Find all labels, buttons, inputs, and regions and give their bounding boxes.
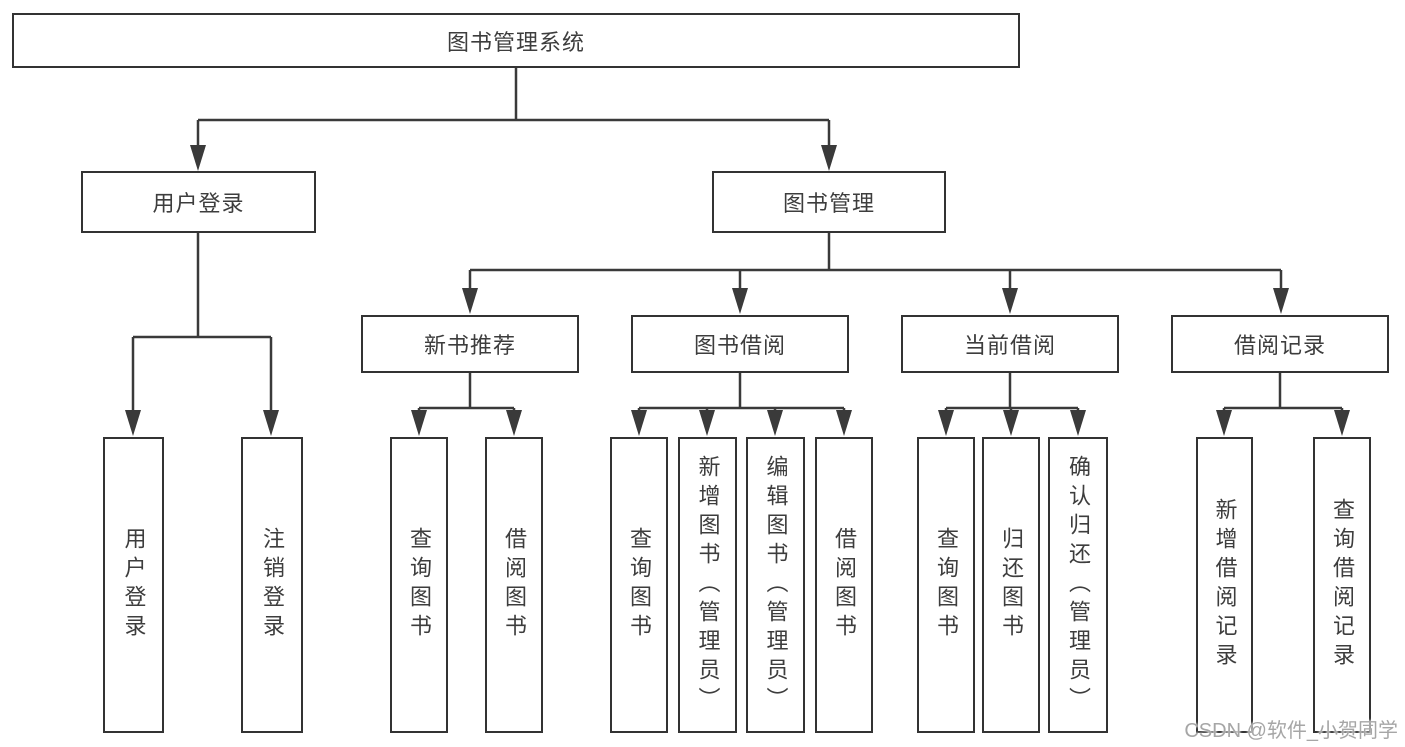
- node-leaf-borrow-query: 查询图书: [610, 437, 668, 733]
- node-leaf-records-add: 新增借阅记录: [1196, 437, 1253, 733]
- node-module-borrow-records-label: 借阅记录: [1233, 333, 1326, 358]
- node-leaf-borrow-edit-admin: 编辑图书（管理员）: [746, 437, 805, 733]
- node-module-book-borrow-label: 图书借阅: [693, 333, 786, 358]
- node-leaf-newbooks-query-label: 查询图书: [407, 527, 432, 643]
- node-module-current-borrow-label: 当前借阅: [963, 333, 1056, 358]
- connector-book-borrow-to-leaves: [637, 373, 846, 412]
- node-leaf-records-query-label: 查询借阅记录: [1330, 498, 1355, 672]
- node-leaf-logout-label: 注销登录: [260, 527, 285, 643]
- node-book-management: 图书管理: [712, 171, 946, 233]
- node-root: 图书管理系统: [12, 13, 1020, 68]
- node-user-login-label: 用户登录: [152, 191, 245, 216]
- node-leaf-current-return-label: 归还图书: [999, 527, 1024, 643]
- node-leaf-current-query-label: 查询图书: [934, 527, 959, 643]
- node-leaf-current-confirm-admin-label: 确认归还（管理员）: [1066, 454, 1091, 716]
- node-leaf-borrow-borrow-label: 借阅图书: [832, 527, 857, 643]
- csdn-watermark: CSDN @软件_小贺同学: [1184, 720, 1398, 742]
- node-book-management-label: 图书管理: [782, 191, 875, 216]
- node-leaf-current-confirm-admin: 确认归还（管理员）: [1048, 437, 1108, 733]
- arrowheads: [125, 145, 1350, 436]
- node-leaf-records-add-label: 新增借阅记录: [1212, 498, 1238, 672]
- connector-borrow-records-to-leaves: [1222, 373, 1344, 412]
- node-leaf-records-query: 查询借阅记录: [1313, 437, 1371, 733]
- node-leaf-logout: 注销登录: [241, 437, 303, 733]
- connector-user-login-to-leaves: [131, 233, 273, 412]
- node-module-current-borrow: 当前借阅: [901, 315, 1119, 373]
- connector-new-books-to-leaves: [417, 373, 516, 412]
- node-leaf-user-login-label: 用户登录: [121, 527, 147, 643]
- node-leaf-borrow-add-admin: 新增图书（管理员）: [678, 437, 737, 733]
- node-root-label: 图书管理系统: [446, 29, 585, 55]
- node-user-login: 用户登录: [81, 171, 316, 233]
- node-leaf-borrow-add-admin-label: 新增图书（管理员）: [695, 454, 721, 716]
- node-module-book-borrow: 图书借阅: [631, 315, 849, 373]
- connector-current-borrow-to-leaves: [944, 373, 1080, 412]
- node-leaf-newbooks-borrow-label: 借阅图书: [502, 527, 527, 643]
- node-module-new-books-label: 新书推荐: [423, 333, 516, 358]
- node-leaf-user-login: 用户登录: [103, 437, 164, 733]
- connector-root-to-level2: [196, 68, 831, 147]
- node-leaf-newbooks-borrow: 借阅图书: [485, 437, 543, 733]
- node-leaf-borrow-edit-admin-label: 编辑图书（管理员）: [763, 454, 789, 716]
- node-leaf-newbooks-query: 查询图书: [390, 437, 448, 733]
- node-module-new-books: 新书推荐: [361, 315, 579, 373]
- node-leaf-current-return: 归还图书: [982, 437, 1040, 733]
- connector-book-management-to-modules: [468, 233, 1283, 290]
- node-leaf-borrow-query-label: 查询图书: [627, 527, 652, 643]
- node-leaf-borrow-borrow: 借阅图书: [815, 437, 873, 733]
- node-leaf-current-query: 查询图书: [917, 437, 975, 733]
- node-module-borrow-records: 借阅记录: [1171, 315, 1389, 373]
